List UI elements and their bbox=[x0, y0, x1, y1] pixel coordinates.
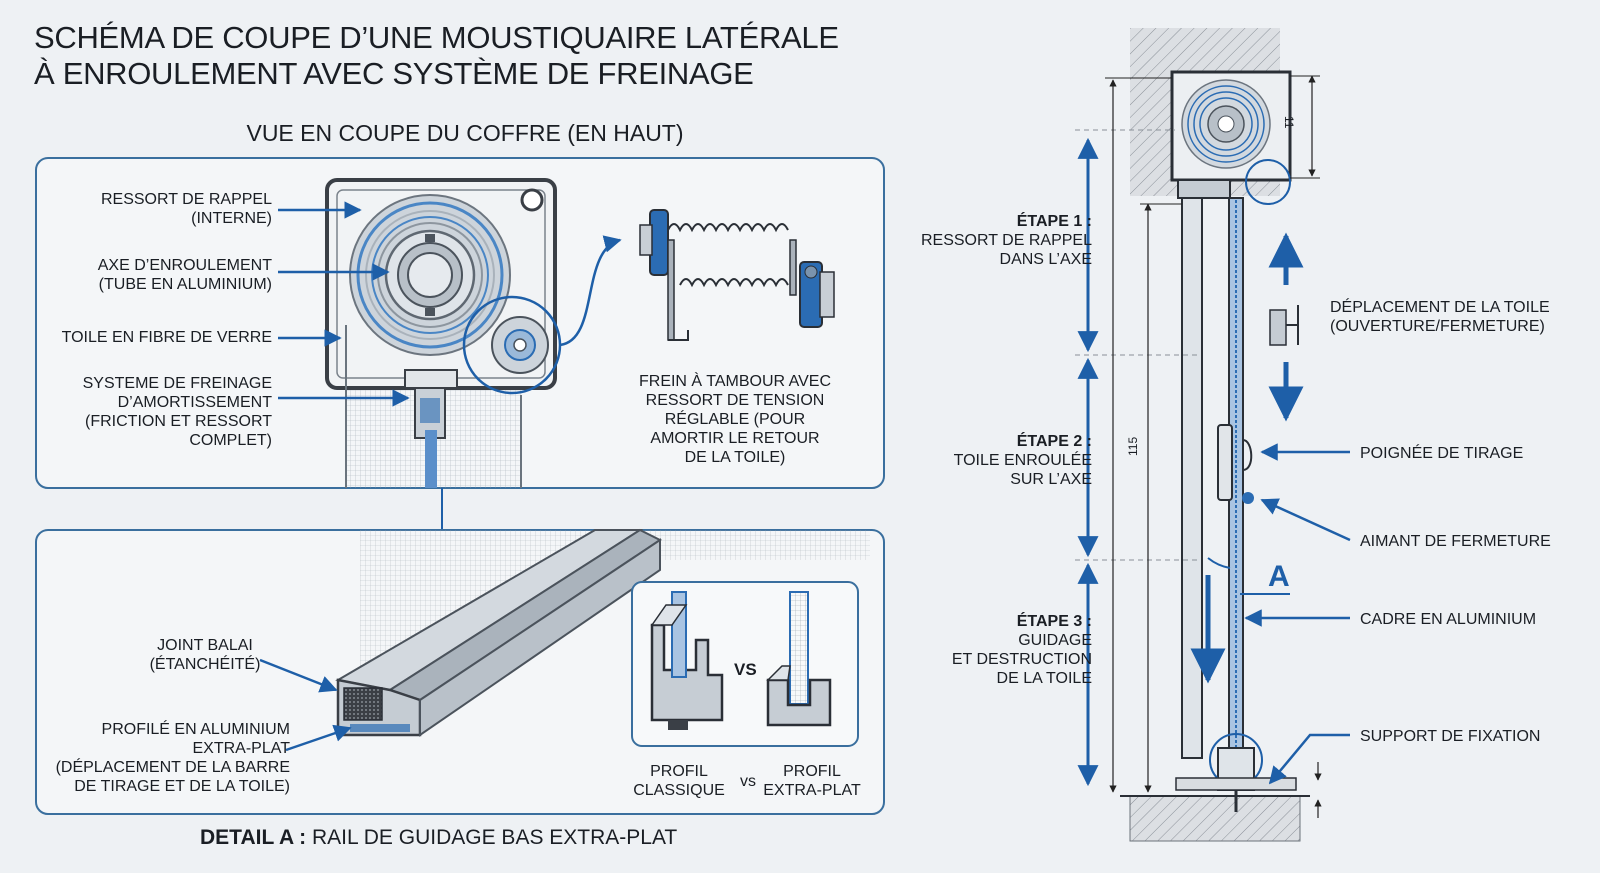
detail-a-caption: DETAIL A : RAIL DE GUIDAGE BAS EXTRA-PLA… bbox=[200, 826, 678, 849]
title-line-1: SCHÉMA DE COUPE D’UNE MOUSTIQUAIRE LATÉR… bbox=[34, 20, 839, 55]
label-profil-classique: PROFIL CLASSIQUE bbox=[633, 763, 725, 799]
label-vs-small: vs bbox=[740, 773, 756, 790]
top-panel bbox=[35, 157, 885, 530]
page-title: SCHÉMA DE COUPE D’UNE MOUSTIQUAIRE LATÉR… bbox=[34, 20, 839, 92]
dimension-main: 115 bbox=[1126, 436, 1140, 456]
label-profile-aluminium: PROFILÉ EN ALUMINIUM EXTRA-PLAT (DÉPLACE… bbox=[55, 721, 290, 795]
label-profil-extraplat: PROFIL EXTRA-PLAT bbox=[763, 763, 861, 799]
label-axe-enroulement: AXE D’ENROULEMENT (TUBE EN ALUMINIUM) bbox=[97, 257, 272, 293]
dimension-top: 11 bbox=[1282, 116, 1296, 129]
step-1: ÉTAPE 1 : RESSORT DE RAPPEL DANS L’AXE bbox=[920, 213, 1092, 268]
title-line-2: À ENROULEMENT AVEC SYSTÈME DE FREINAGE bbox=[34, 56, 754, 91]
label-vs-big: VS bbox=[734, 660, 757, 679]
label-deplacement-toile: DÉPLACEMENT DE LA TOILE (OUVERTURE/FERME… bbox=[1330, 299, 1550, 335]
top-section-heading: VUE EN COUPE DU COFFRE (EN HAUT) bbox=[246, 120, 684, 146]
label-systeme-freinage: SYSTEME DE FREINAGE D’AMORTISSEMENT (FRI… bbox=[82, 375, 272, 449]
detail-a-marker: A bbox=[1268, 560, 1290, 593]
label-support-fixation: SUPPORT DE FIXATION bbox=[1360, 728, 1541, 745]
rail-3d bbox=[335, 528, 662, 737]
step-3: ÉTAPE 3 : GUIDAGE ET DESTRUCTION DE LA T… bbox=[951, 613, 1092, 687]
label-ressort-rappel: RESSORT DE RAPPEL (INTERNE) bbox=[100, 191, 272, 227]
label-toile-fibre: TOILE EN FIBRE DE VERRE bbox=[61, 329, 272, 346]
label-cadre-aluminium: CADRE EN ALUMINIUM bbox=[1360, 611, 1537, 628]
label-aimant-fermeture: AIMANT DE FERMETURE bbox=[1360, 533, 1551, 550]
label-joint-balai: JOINT BALAI (ÉTANCHÉITÉ) bbox=[149, 637, 261, 673]
right-diagram bbox=[1075, 28, 1351, 842]
profile-extraflat bbox=[766, 591, 832, 727]
profile-classic bbox=[650, 591, 724, 730]
step-2: ÉTAPE 2 : TOILE ENROULÉE SUR L’AXE bbox=[953, 433, 1092, 488]
label-poignee-tirage: POIGNÉE DE TIRAGE bbox=[1360, 445, 1524, 462]
roll-drum bbox=[349, 194, 511, 356]
drum-brake-detail bbox=[639, 209, 835, 341]
bottom-panel bbox=[35, 528, 885, 815]
label-frein-tambour: FREIN À TAMBOUR AVEC RESSORT DE TENSION … bbox=[638, 373, 832, 466]
